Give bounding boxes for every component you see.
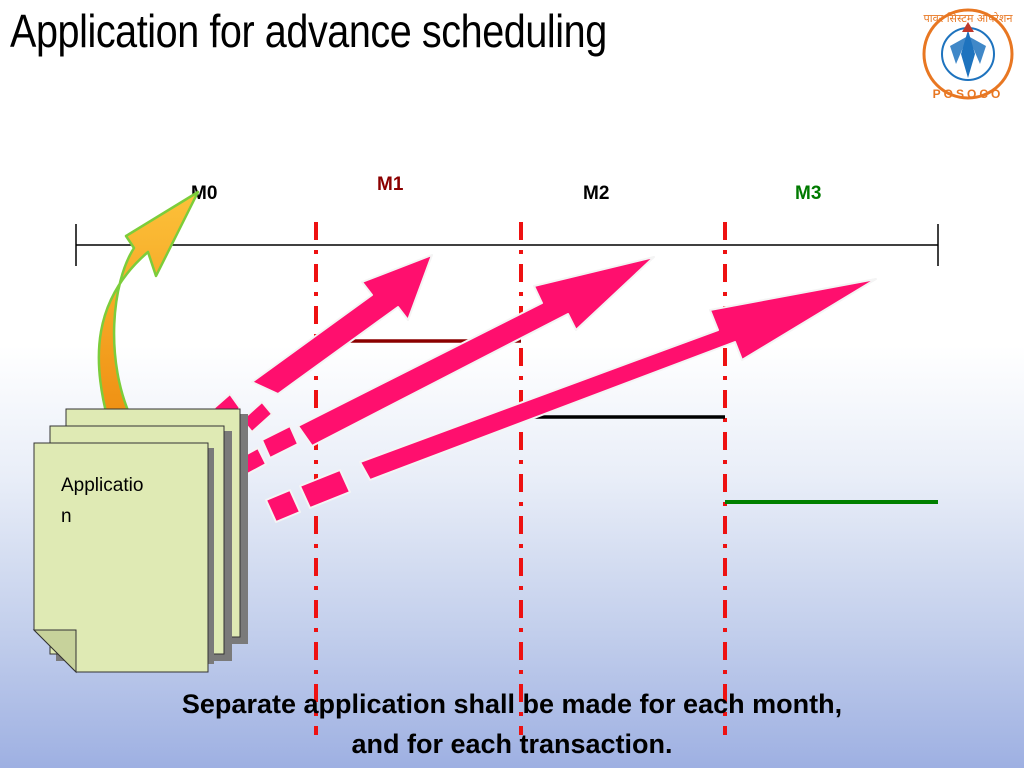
month-label-m1: M1	[377, 174, 404, 195]
curved-arrow	[97, 190, 200, 422]
application-label-line-2: n	[61, 506, 72, 527]
logo-flame	[962, 22, 974, 32]
pink-arrow-m1	[213, 254, 433, 433]
logo-left-blade	[950, 36, 968, 64]
application-documents: Applicatio n	[32, 408, 248, 674]
application-label-line-1: Applicatio	[61, 475, 143, 496]
pink-arrow-m2	[231, 256, 655, 479]
month-label-m2: M2	[583, 183, 609, 204]
logo-hindi-text: पावर सिस्टम ऑपरेशन	[924, 12, 1014, 25]
posoco-logo: पावर सिस्टम ऑपरेशन POSOCO	[922, 8, 1014, 101]
logo-name: POSOCO	[933, 87, 1004, 101]
slide-title: Application for advance scheduling	[10, 5, 607, 57]
logo-right-blade	[968, 36, 986, 64]
month-label-m0: M0	[191, 183, 217, 204]
caption: Separate application shall be made for e…	[62, 684, 962, 764]
caption-line-1: Separate application shall be made for e…	[181, 689, 843, 719]
document-folded-corner	[32, 629, 77, 674]
month-label-m3: M3	[795, 183, 821, 204]
document-front	[33, 442, 209, 673]
timeline	[75, 224, 939, 266]
pink-arrow-m3	[265, 278, 877, 523]
caption-line-2: and for each transaction.	[351, 729, 673, 759]
